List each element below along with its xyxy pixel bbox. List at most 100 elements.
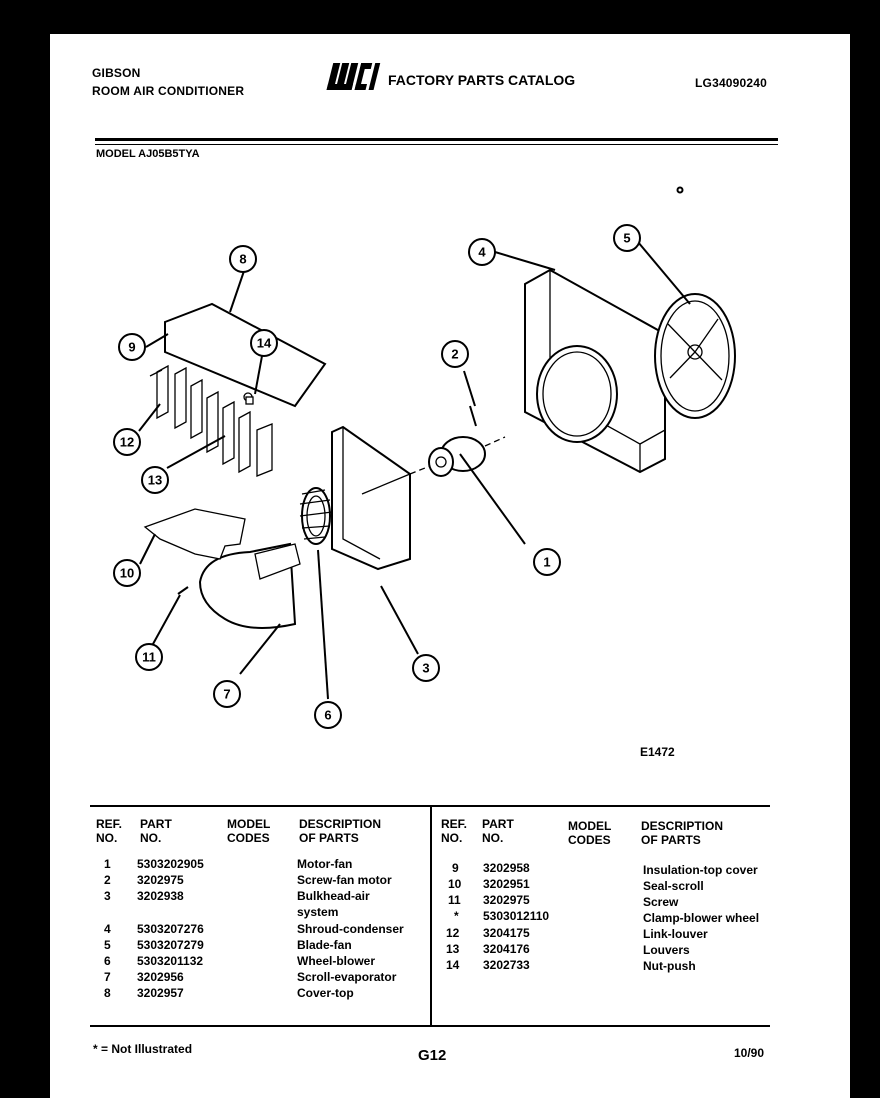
catalog-number: LG34090240 bbox=[695, 76, 768, 90]
part-description: Seal-scroll bbox=[643, 879, 704, 893]
part-description: Wheel-blower bbox=[297, 954, 376, 968]
wci-logo bbox=[326, 63, 381, 90]
svg-text:6: 6 bbox=[324, 708, 331, 723]
ref-number: 14 bbox=[446, 958, 460, 972]
table-bottom-rule bbox=[90, 1025, 770, 1027]
part-description: Screw bbox=[643, 895, 679, 909]
part-number: 3202938 bbox=[137, 889, 184, 903]
svg-text:11: 11 bbox=[142, 650, 156, 665]
svg-text:13: 13 bbox=[148, 473, 162, 488]
svg-text:12: 12 bbox=[120, 435, 134, 450]
svg-text:1: 1 bbox=[543, 555, 550, 570]
part-number: 3202956 bbox=[137, 970, 184, 984]
table-divider bbox=[430, 805, 432, 1027]
condenser-shroud-part bbox=[524, 268, 666, 474]
header-ref-right: REF.NO. bbox=[441, 817, 468, 845]
part-description: Bulkhead-air bbox=[297, 889, 370, 903]
part-description: Shroud-condenser bbox=[297, 922, 404, 936]
callout-9: 9 bbox=[118, 333, 146, 361]
header-rule-bottom bbox=[95, 144, 778, 145]
ref-number: 2 bbox=[104, 873, 111, 887]
motor-fan-part bbox=[409, 436, 506, 477]
part-description: Clamp-blower wheel bbox=[643, 911, 760, 925]
svg-text:2: 2 bbox=[451, 347, 458, 362]
callout-11: 11 bbox=[135, 643, 163, 671]
part-number: 5303012110 bbox=[483, 909, 550, 923]
part-description: system bbox=[297, 905, 339, 919]
ref-number: 13 bbox=[446, 942, 460, 956]
callout-5: 5 bbox=[613, 224, 641, 252]
catalog-title: FACTORY PARTS CATALOG bbox=[388, 72, 576, 88]
part-description: Insulation-top cover bbox=[643, 863, 758, 877]
fan-blade-part bbox=[654, 293, 736, 419]
callout-2: 2 bbox=[441, 340, 469, 368]
callout-3: 3 bbox=[412, 654, 440, 682]
ref-number: 6 bbox=[104, 954, 111, 968]
callout-12: 12 bbox=[113, 428, 141, 456]
part-number: 3204175 bbox=[483, 926, 530, 940]
svg-text:3: 3 bbox=[422, 661, 429, 676]
part-description: Blade-fan bbox=[297, 938, 352, 952]
exploded-view-diagram: 1 2 3 4 5 6 7 8 9 10 11 12 13 14 bbox=[113, 186, 736, 729]
model-line: MODEL AJ05B5TYA bbox=[96, 148, 200, 160]
callouts: 1 2 3 4 5 6 7 8 9 10 11 12 13 14 bbox=[113, 224, 641, 729]
ref-number: 8 bbox=[104, 986, 111, 1000]
part-description: Link-louver bbox=[643, 927, 708, 941]
part-description: Nut-push bbox=[643, 959, 696, 973]
brand-name: GIBSON bbox=[92, 66, 141, 80]
svg-text:4: 4 bbox=[478, 245, 486, 260]
part-number: 3202975 bbox=[137, 873, 184, 887]
part-description: Motor-fan bbox=[297, 857, 353, 871]
svg-text:10: 10 bbox=[120, 566, 134, 581]
callout-1: 1 bbox=[533, 548, 561, 576]
ref-number: 4 bbox=[104, 922, 111, 936]
ref-number: * bbox=[454, 909, 459, 923]
svg-text:8: 8 bbox=[239, 252, 246, 267]
part-description: Louvers bbox=[643, 943, 690, 957]
table-row: 1 bbox=[104, 857, 111, 871]
page-number: G12 bbox=[418, 1047, 447, 1064]
svg-text:5: 5 bbox=[623, 231, 630, 246]
part-number: 3202733 bbox=[483, 958, 530, 972]
svg-text:7: 7 bbox=[223, 687, 230, 702]
callout-4: 4 bbox=[468, 238, 496, 266]
callout-10: 10 bbox=[113, 559, 141, 587]
revision-date: 10/90 bbox=[734, 1046, 765, 1060]
ref-number: 9 bbox=[452, 861, 459, 875]
part-description: Scroll-evaporator bbox=[297, 970, 397, 984]
callout-6: 6 bbox=[314, 701, 342, 729]
bulkhead-part bbox=[331, 425, 411, 571]
top-cover-part bbox=[164, 302, 327, 408]
header-ref: REF.NO. bbox=[96, 817, 123, 845]
part-number: 3202951 bbox=[483, 877, 530, 891]
leader-lines bbox=[138, 241, 691, 700]
header-rule-top bbox=[95, 138, 778, 141]
part-number: 3204176 bbox=[483, 942, 530, 956]
callout-13: 13 bbox=[141, 466, 169, 494]
ref-number: 5 bbox=[104, 938, 111, 952]
part-number: 5303207279 bbox=[137, 938, 204, 952]
part-number: 3202975 bbox=[483, 893, 530, 907]
ref-number: 12 bbox=[446, 926, 460, 940]
part-description: Screw-fan motor bbox=[297, 873, 392, 887]
part-number: 3202957 bbox=[137, 986, 184, 1000]
ref-number: 7 bbox=[104, 970, 111, 984]
seal-scroll-part bbox=[143, 508, 246, 560]
part-number: 5303207276 bbox=[137, 922, 204, 936]
part-number: 5303201132 bbox=[137, 954, 204, 968]
part-number: 3202958 bbox=[483, 861, 530, 875]
not-illustrated-note: * = Not Illustrated bbox=[93, 1042, 193, 1056]
ref-number: 10 bbox=[448, 877, 462, 891]
ref-number: 11 bbox=[448, 893, 461, 907]
callout-8: 8 bbox=[229, 245, 257, 273]
ref-number: 3 bbox=[104, 889, 111, 903]
part-number: 5303202905 bbox=[137, 857, 204, 871]
callout-14: 14 bbox=[250, 329, 278, 357]
blower-wheel-part bbox=[299, 487, 352, 545]
callout-7: 7 bbox=[213, 680, 241, 708]
